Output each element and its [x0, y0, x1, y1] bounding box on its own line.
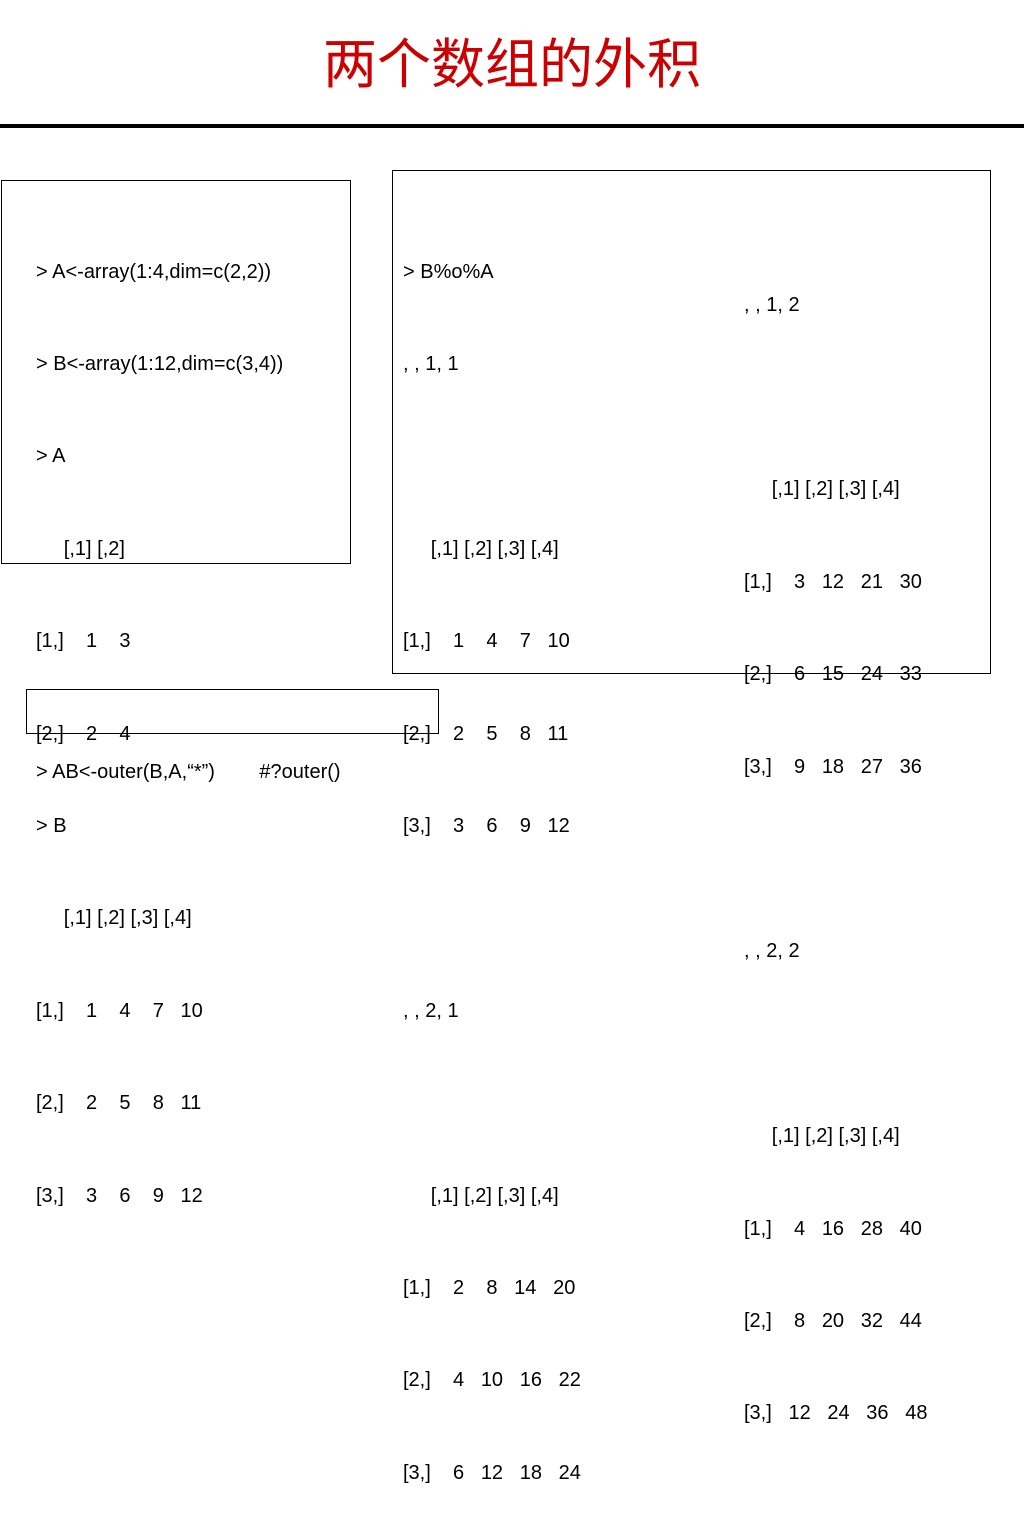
code-line: [2,] 8 20 32 44: [744, 1309, 922, 1332]
code-line: [3,] 12 24 36 48: [744, 1402, 928, 1425]
code-line: > A<-array(1:4,dim=c(2,2)): [36, 260, 272, 283]
outer-command: > AB<-outer(B,A,“*”) #?outer(): [36, 697, 341, 817]
code-line: [3,] 3 6 9 12: [403, 814, 570, 837]
code-line: [,1] [,2]: [36, 537, 125, 560]
code-line: [2,] 2 5 8 11: [36, 1092, 202, 1115]
code-line: [1,] 4 16 28 40: [744, 1217, 922, 1240]
outer-product-slices-1: > B%o%A , , 1, 1 [,1] [,2] [,3] [,4] [1,…: [403, 195, 581, 1519]
code-line: [403, 1088, 581, 1119]
code-line: [2,] 4 10 16 22: [403, 1369, 581, 1392]
code-line: , , 1, 1: [403, 352, 459, 375]
code-line: [3,] 3 6 9 12: [36, 1184, 203, 1207]
code-line: [,1] [,2] [,3] [,4]: [36, 907, 192, 930]
code-line: [1,] 2 8 14 20: [403, 1276, 576, 1299]
code-line: [3,] 6 12 18 24: [403, 1461, 581, 1484]
code-line: > AB<-outer(B,A,“*”) #?outer(): [36, 761, 341, 783]
code-line: , , 2, 1: [403, 999, 459, 1022]
code-line: , , 2, 2: [744, 940, 800, 963]
code-line: [744, 382, 927, 413]
code-line: > B<-array(1:12,dim=c(3,4)): [36, 352, 284, 375]
code-line: [2,] 2 5 8 11: [403, 722, 569, 745]
code-box-outer-product: [392, 170, 991, 674]
outer-product-slices-2: , , 1, 2 [,1] [,2] [,3] [,4] [1,] 3 12 2…: [744, 228, 927, 1460]
code-line: [744, 1029, 927, 1060]
code-line: [1,] 1 4 7 10: [36, 999, 203, 1022]
code-line: [,1] [,2] [,3] [,4]: [744, 1125, 900, 1148]
code-line: [2,] 2 4: [36, 722, 131, 745]
slide-title: 两个数组的外积: [323, 33, 701, 96]
code-box-arrays: [1, 180, 351, 564]
code-line: > A: [36, 445, 66, 468]
code-line: [403, 903, 581, 934]
code-line: , , 1, 2: [744, 293, 800, 316]
code-line: [1,] 1 3: [36, 630, 131, 653]
code-line: [,1] [,2] [,3] [,4]: [403, 1184, 559, 1207]
code-box-outer-command: [26, 689, 439, 734]
title-divider: [0, 124, 1024, 128]
code-line: [3,] 9 18 27 36: [744, 755, 922, 778]
code-line: [1,] 1 4 7 10: [403, 630, 570, 653]
code-line: [744, 844, 927, 875]
code-line: [,1] [,2] [,3] [,4]: [403, 537, 559, 560]
code-line: [1,] 3 12 21 30: [744, 570, 922, 593]
code-line: > B%o%A: [403, 260, 494, 283]
code-line: [403, 441, 581, 472]
code-line: [2,] 6 15 24 33: [744, 663, 922, 686]
code-line: [,1] [,2] [,3] [,4]: [744, 478, 900, 501]
